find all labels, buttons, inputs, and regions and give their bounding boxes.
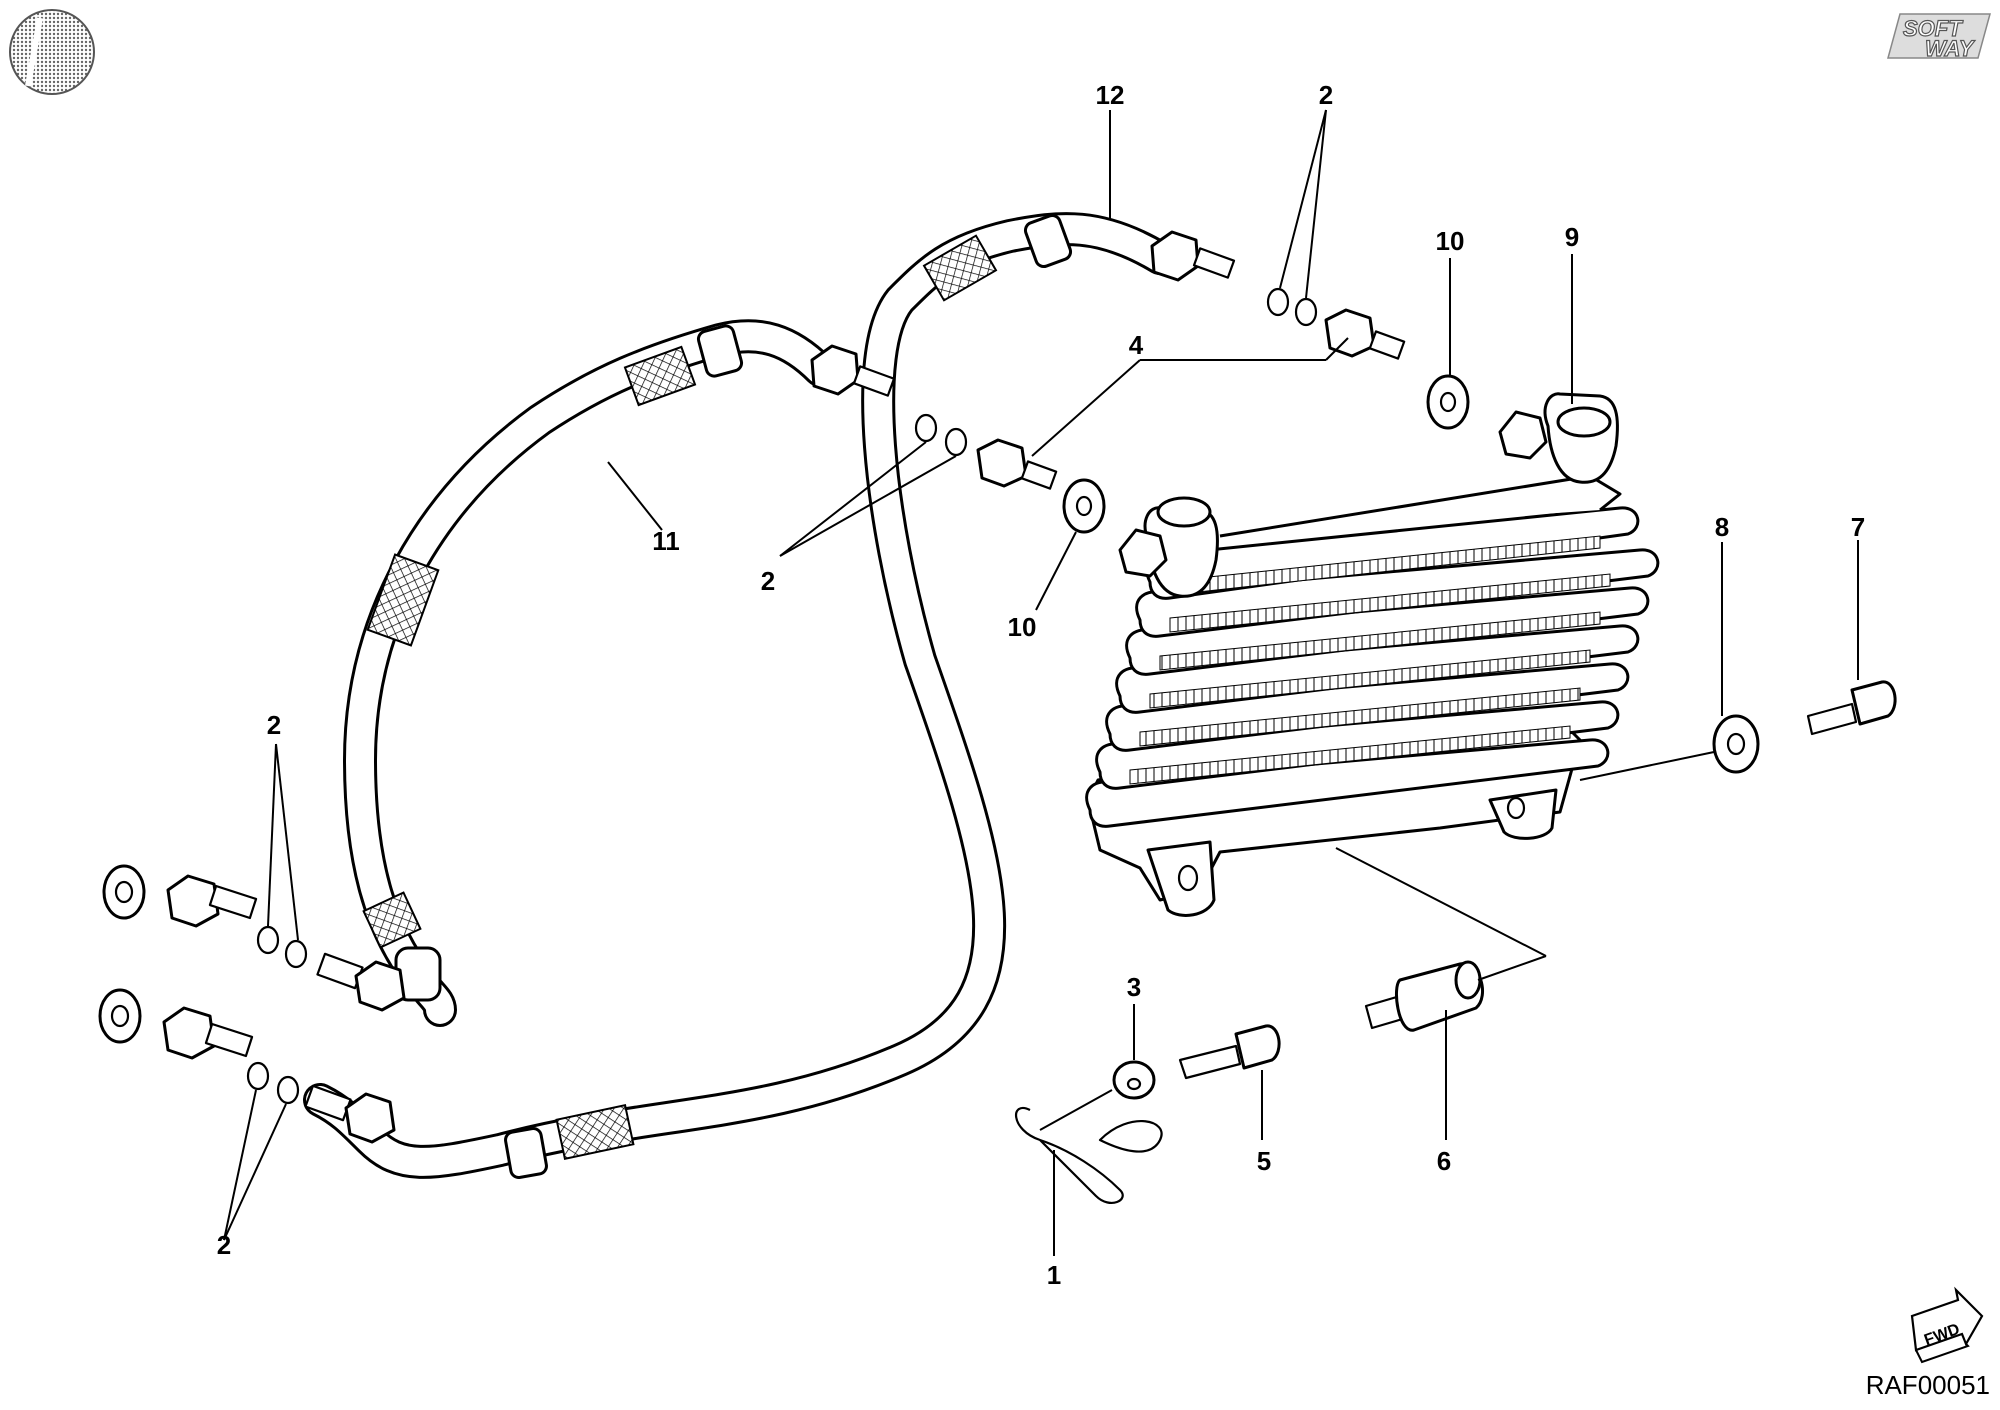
callout-2-bottom: 2 xyxy=(217,1230,231,1260)
washer-upper-middle xyxy=(1062,478,1106,534)
washer-8 xyxy=(1712,714,1760,774)
callout-9: 9 xyxy=(1565,222,1579,252)
cooler-port-left xyxy=(1118,496,1219,598)
hose-11-end-fitting xyxy=(810,344,896,397)
left-fitting-lower xyxy=(98,988,396,1144)
screw-5 xyxy=(1178,1024,1281,1080)
sealing-rings-upper-middle xyxy=(914,413,968,457)
clip-1 xyxy=(1015,1107,1163,1204)
callout-10-top: 10 xyxy=(1436,226,1465,256)
washer-3 xyxy=(1112,1060,1156,1100)
logo-line-way: WAY xyxy=(1925,36,1976,61)
drawing-code: RAF00051 xyxy=(1866,1370,1990,1400)
oil-cooler xyxy=(1085,392,1660,917)
callout-7: 7 xyxy=(1851,512,1865,542)
callouts: 12 2 10 9 4 11 2 10 8 7 2 3 5 6 2 1 xyxy=(217,80,1865,1290)
callout-2-top: 2 xyxy=(1319,80,1333,110)
callout-6: 6 xyxy=(1437,1146,1451,1176)
circle-logo-icon xyxy=(9,9,95,95)
left-fitting-upper xyxy=(102,864,406,1012)
fwd-arrow-icon: FWD xyxy=(1910,1286,1984,1364)
leader-lines xyxy=(223,109,1859,1256)
callout-4: 4 xyxy=(1129,330,1144,360)
callout-3: 3 xyxy=(1127,972,1141,1002)
oil-hose-12 xyxy=(303,212,1177,1180)
cooler-fin-rows xyxy=(1085,506,1660,828)
union-upper-middle xyxy=(976,438,1058,490)
oil-hose-11 xyxy=(343,319,837,1027)
screw-7 xyxy=(1806,680,1897,736)
union-upper-right xyxy=(1324,308,1406,360)
softway-logo: SOFT WAY xyxy=(1887,13,1991,62)
callout-10-middle: 10 xyxy=(1008,612,1037,642)
cooler-port-right xyxy=(1498,392,1619,484)
sealing-rings-upper-right xyxy=(1266,287,1318,327)
callout-2-left: 2 xyxy=(267,710,281,740)
callout-8: 8 xyxy=(1715,512,1729,542)
callout-12: 12 xyxy=(1096,80,1125,110)
spacer-6 xyxy=(1364,960,1485,1032)
logo-line-soft: SOFT xyxy=(1903,16,1963,41)
callout-2-middle: 2 xyxy=(761,566,775,596)
washer-upper-right xyxy=(1426,374,1470,430)
cooler-mount-tabs xyxy=(1146,788,1558,917)
hose-12-end-fitting xyxy=(1150,230,1236,282)
callout-11: 11 xyxy=(652,526,680,556)
callout-1: 1 xyxy=(1047,1260,1061,1290)
callout-5: 5 xyxy=(1257,1146,1271,1176)
